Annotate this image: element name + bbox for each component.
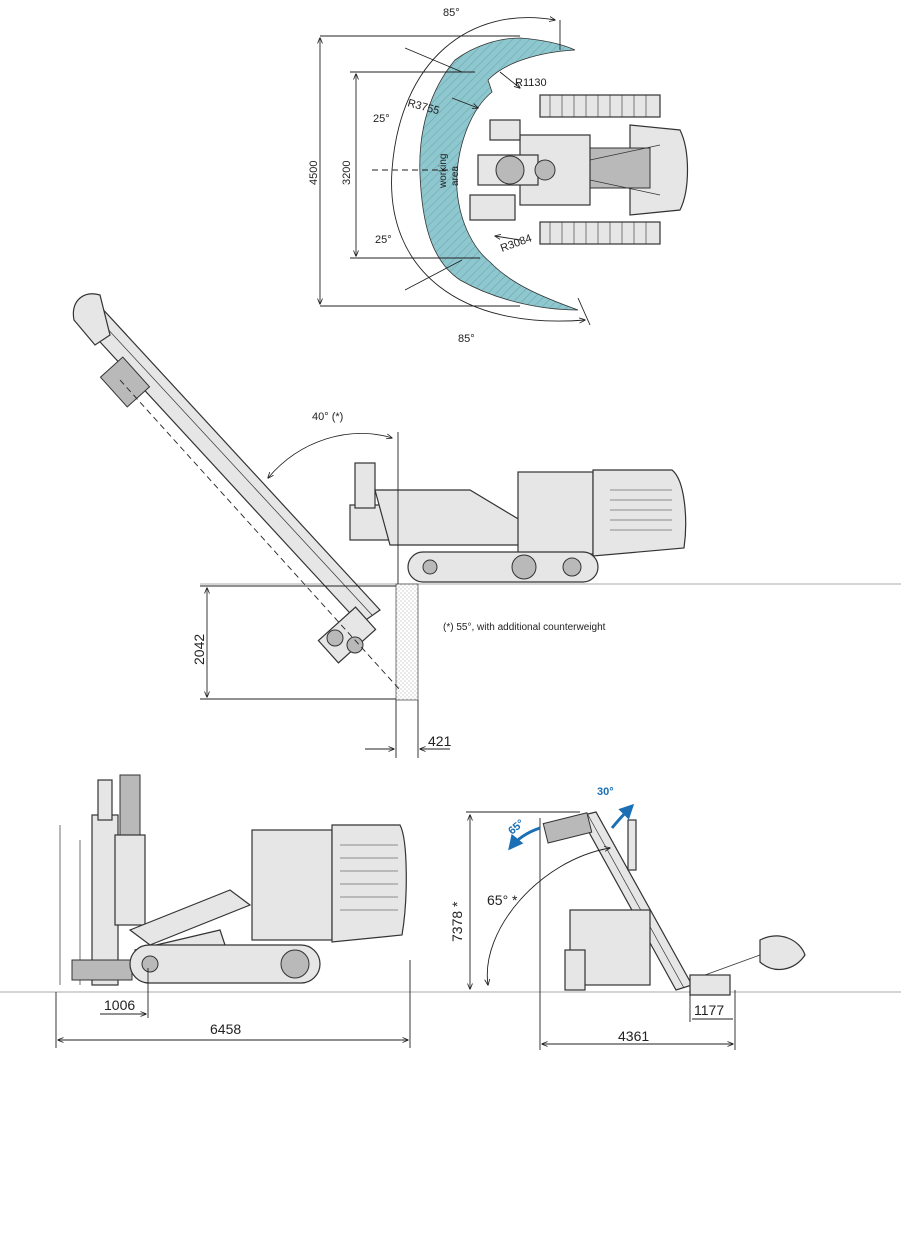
width-outer-label: 4500: [308, 161, 320, 185]
tilt-angle-label: 40° (*): [312, 411, 343, 423]
angle-top-label: 85°: [443, 7, 460, 19]
angle-upper-label: 25°: [373, 113, 390, 125]
trench-wall: [395, 583, 419, 701]
mast-angle-label: 65° *: [487, 892, 518, 908]
angle-bottom-label: 85°: [458, 333, 475, 345]
front-dim-label: 1006: [104, 997, 135, 1013]
radius-inner-label: R3084: [499, 232, 534, 254]
tilted-mast: [72, 293, 401, 691]
footnote-text: (*) 55°, with additional counterweight: [443, 622, 606, 633]
angle-lower-label: 25°: [375, 234, 392, 246]
swing-right-label: 30°: [597, 786, 614, 798]
side-view: 40° (*) 2042 421 (*) 55°, with additiona…: [72, 293, 901, 758]
transport-machine: [59, 774, 407, 986]
offset-label: 421: [428, 733, 452, 749]
machine-plan: [469, 94, 689, 245]
working-area-label-1: working: [438, 154, 449, 189]
width-inner-label: 3200: [341, 161, 353, 185]
width-dim-label: 4361: [618, 1028, 649, 1044]
vertical-view: 7378 * 65° * 65° 30° 4361 1177: [449, 786, 806, 1050]
vertical-machine: [542, 811, 806, 996]
carrier: [349, 462, 687, 583]
height-dim-label: 7378 *: [449, 901, 465, 942]
depth-label: 2042: [191, 634, 207, 665]
working-area-label-2: area: [450, 166, 461, 186]
top-view: 85° 85° 25° 25° 4500 3200 R1130 R3755 R3…: [308, 7, 689, 345]
length-dim-label: 6458: [210, 1021, 241, 1037]
transport-view: 1006 6458: [0, 774, 901, 1048]
offset-dim-label: 1177: [694, 1002, 724, 1018]
radius-small-label: R1130: [515, 77, 547, 89]
